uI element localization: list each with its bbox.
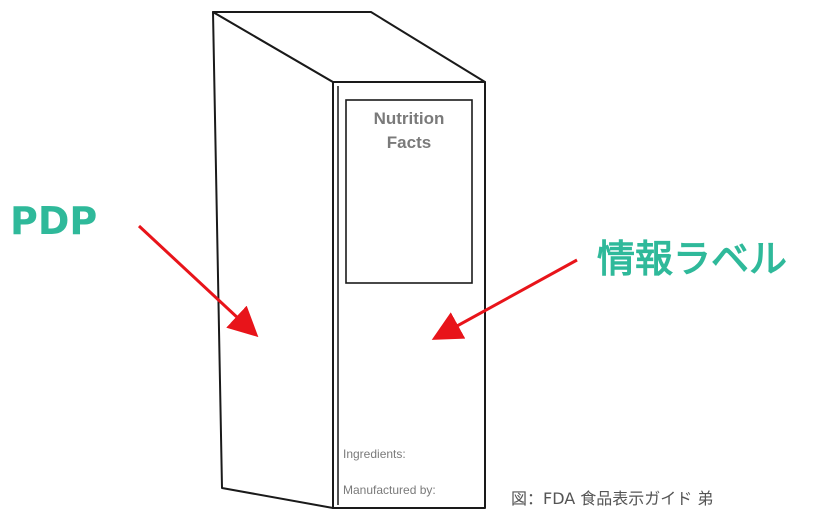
manufacturer-label: Manufactured by: xyxy=(343,483,436,497)
package-side-face xyxy=(212,11,334,509)
callout-pdp: PDP xyxy=(10,199,97,243)
nutrition-facts-panel: Nutrition Facts xyxy=(345,99,473,284)
figure-caption: 図：FDA 食品表示ガイド 弟 xyxy=(511,489,713,508)
pdp-arrow xyxy=(137,224,259,338)
info-label-arrow xyxy=(431,258,578,340)
nutrition-facts-title-line2: Facts xyxy=(387,133,431,152)
nutrition-facts-title-line1: Nutrition xyxy=(374,109,445,128)
ingredients-label: Ingredients: xyxy=(343,447,406,461)
callout-info-label: 情報ラベル xyxy=(597,237,787,281)
